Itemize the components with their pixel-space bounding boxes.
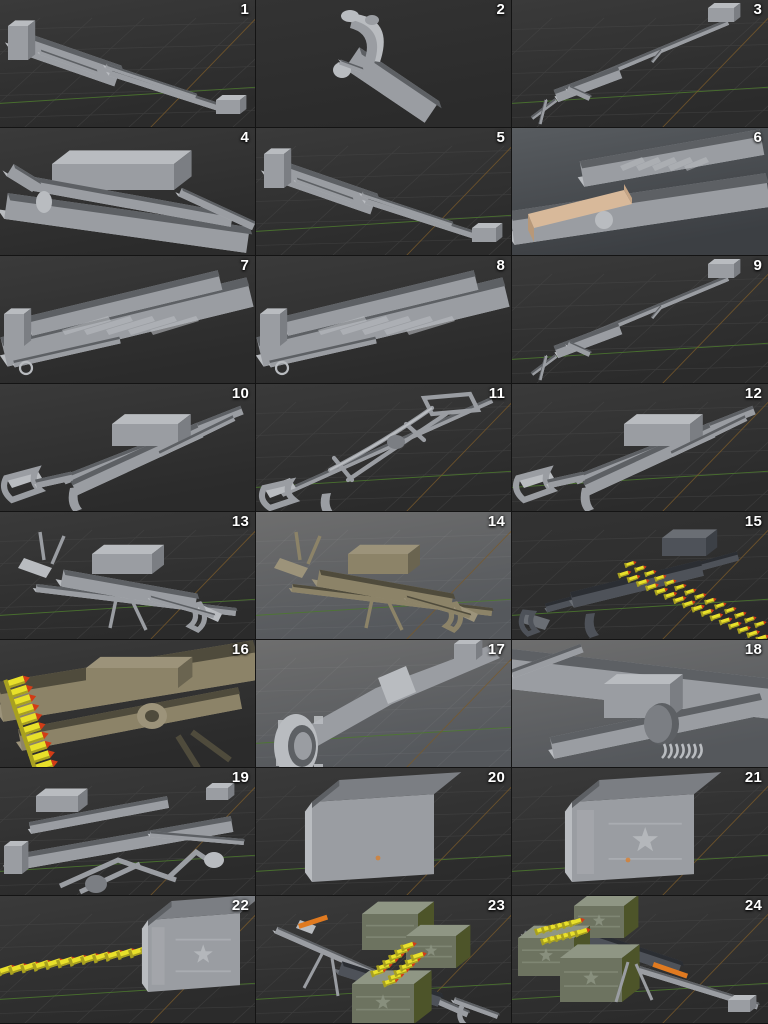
viewport-render-10 — [0, 384, 255, 511]
viewport-render-20 — [256, 768, 511, 895]
viewport-render-4 — [0, 128, 255, 255]
thumbnail-cell-21[interactable]: 21 — [512, 768, 768, 896]
thumbnail-cell-14[interactable]: 14 — [256, 512, 512, 640]
viewport-render-1 — [0, 0, 255, 127]
thumbnail-cell-12[interactable]: 12 — [512, 384, 768, 512]
viewport-render-3 — [512, 0, 768, 127]
viewport-render-11 — [256, 384, 511, 511]
viewport-render-18 — [512, 640, 768, 767]
thumbnail-cell-20[interactable]: 20 — [256, 768, 512, 896]
thumbnail-cell-23[interactable]: 23 — [256, 896, 512, 1024]
viewport-render-24 — [512, 896, 768, 1023]
viewport-render-14 — [256, 512, 511, 639]
viewport-render-13 — [0, 512, 255, 639]
viewport-render-5 — [256, 128, 511, 255]
viewport-render-9 — [512, 256, 768, 383]
thumbnail-cell-10[interactable]: 10 — [0, 384, 256, 512]
viewport-render-17 — [256, 640, 511, 767]
thumbnail-cell-6[interactable]: 6 — [512, 128, 768, 256]
thumbnail-cell-19[interactable]: 19 — [0, 768, 256, 896]
thumbnail-cell-8[interactable]: 8 — [256, 256, 512, 384]
viewport-render-7 — [0, 256, 255, 383]
viewport-render-6 — [512, 128, 768, 255]
viewport-render-16 — [0, 640, 255, 767]
thumbnail-cell-1[interactable]: 1 — [0, 0, 256, 128]
thumbnail-cell-3[interactable]: 3 — [512, 0, 768, 128]
viewport-render-21 — [512, 768, 768, 895]
thumbnail-cell-9[interactable]: 9 — [512, 256, 768, 384]
thumbnail-cell-18[interactable]: 18 — [512, 640, 768, 768]
thumbnail-cell-5[interactable]: 5 — [256, 128, 512, 256]
thumbnail-cell-15[interactable]: 15 — [512, 512, 768, 640]
viewport-render-15 — [512, 512, 768, 639]
viewport-render-19 — [0, 768, 255, 895]
viewport-render-22 — [0, 896, 255, 1023]
thumbnail-cell-22[interactable]: 22 — [0, 896, 256, 1024]
thumbnail-cell-24[interactable]: 24 — [512, 896, 768, 1024]
thumbnail-cell-13[interactable]: 13 — [0, 512, 256, 640]
thumbnail-cell-7[interactable]: 7 — [0, 256, 256, 384]
thumbnail-cell-11[interactable]: 11 — [256, 384, 512, 512]
thumbnail-cell-4[interactable]: 4 — [0, 128, 256, 256]
thumbnail-cell-17[interactable]: 17 — [256, 640, 512, 768]
viewport-render-23 — [256, 896, 511, 1023]
viewport-render-8 — [256, 256, 511, 383]
thumbnail-cell-16[interactable]: 16 — [0, 640, 256, 768]
thumbnail-cell-2[interactable]: 2 — [256, 0, 512, 128]
viewport-render-2 — [256, 0, 511, 127]
viewport-render-12 — [512, 384, 768, 511]
